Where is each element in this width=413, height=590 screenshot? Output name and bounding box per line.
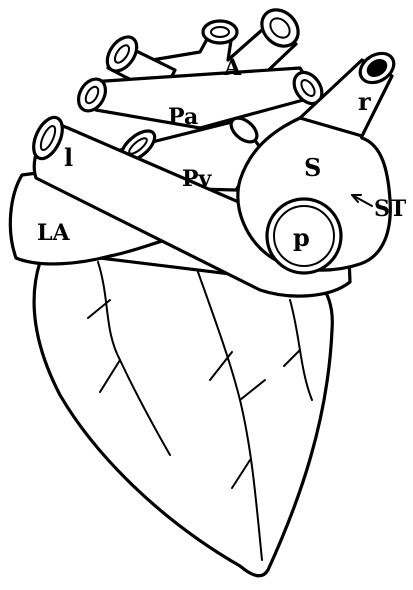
label-sulcus-terminalis: ST [374,196,407,222]
aorta-branch-opening-left [203,21,237,43]
ventricle-outline [34,258,332,576]
label-right-vessel: r [358,87,371,116]
label-left-vessel: l [64,143,73,172]
label-aorta: A [223,55,242,81]
label-posterior-opening: p [293,223,310,252]
label-sinus: S [304,153,321,182]
label-pulmonary-vein: Pv [182,166,213,192]
label-left-atrium: LA [37,220,70,246]
label-pulmonary-artery: Pa [168,104,198,130]
